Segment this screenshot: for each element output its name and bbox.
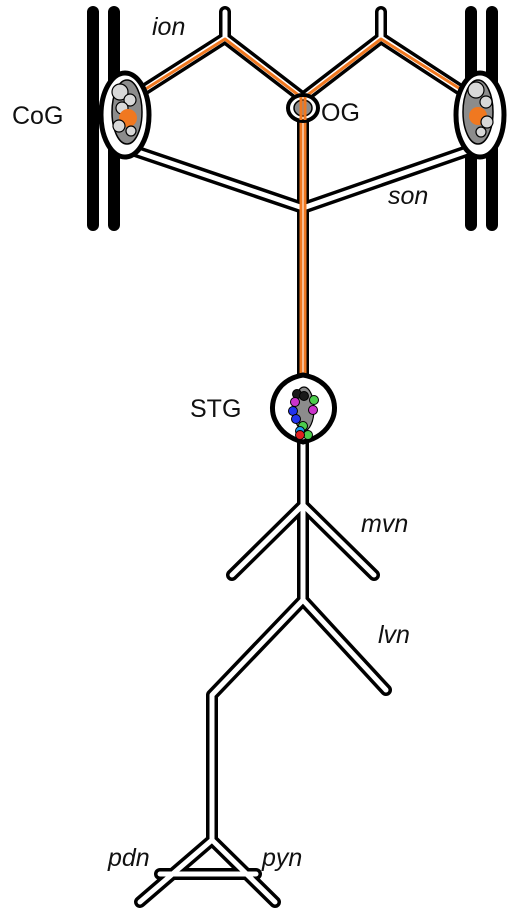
cog-left-ganglion xyxy=(98,70,152,160)
cog-label: CoG xyxy=(12,102,63,130)
stg-label: STG xyxy=(190,395,241,423)
lower-dvn-nerve xyxy=(206,594,309,846)
stg-soma xyxy=(299,391,309,401)
pyn-label: pyn xyxy=(261,844,302,872)
stg-soma xyxy=(308,405,318,415)
left-projection-path xyxy=(132,37,303,395)
ion-label: ion xyxy=(152,13,185,41)
stg-soma xyxy=(290,397,300,407)
stg-soma xyxy=(291,414,301,424)
og-ganglion xyxy=(286,93,320,123)
stg-soma xyxy=(309,395,319,405)
stg-soma xyxy=(295,430,305,440)
lvn-label: lvn xyxy=(378,621,410,649)
pdn-label: pdn xyxy=(107,844,150,872)
og-label: OG xyxy=(321,99,360,127)
son-label: son xyxy=(388,182,428,210)
mvn-label: mvn xyxy=(361,510,408,538)
stg-somata xyxy=(288,389,319,440)
stg-ganglion xyxy=(269,372,337,445)
nerve-tracts xyxy=(87,6,498,908)
highlighted-projection-path xyxy=(132,37,474,395)
right-projection-path xyxy=(303,37,474,395)
cog-right-ganglion xyxy=(453,70,507,160)
